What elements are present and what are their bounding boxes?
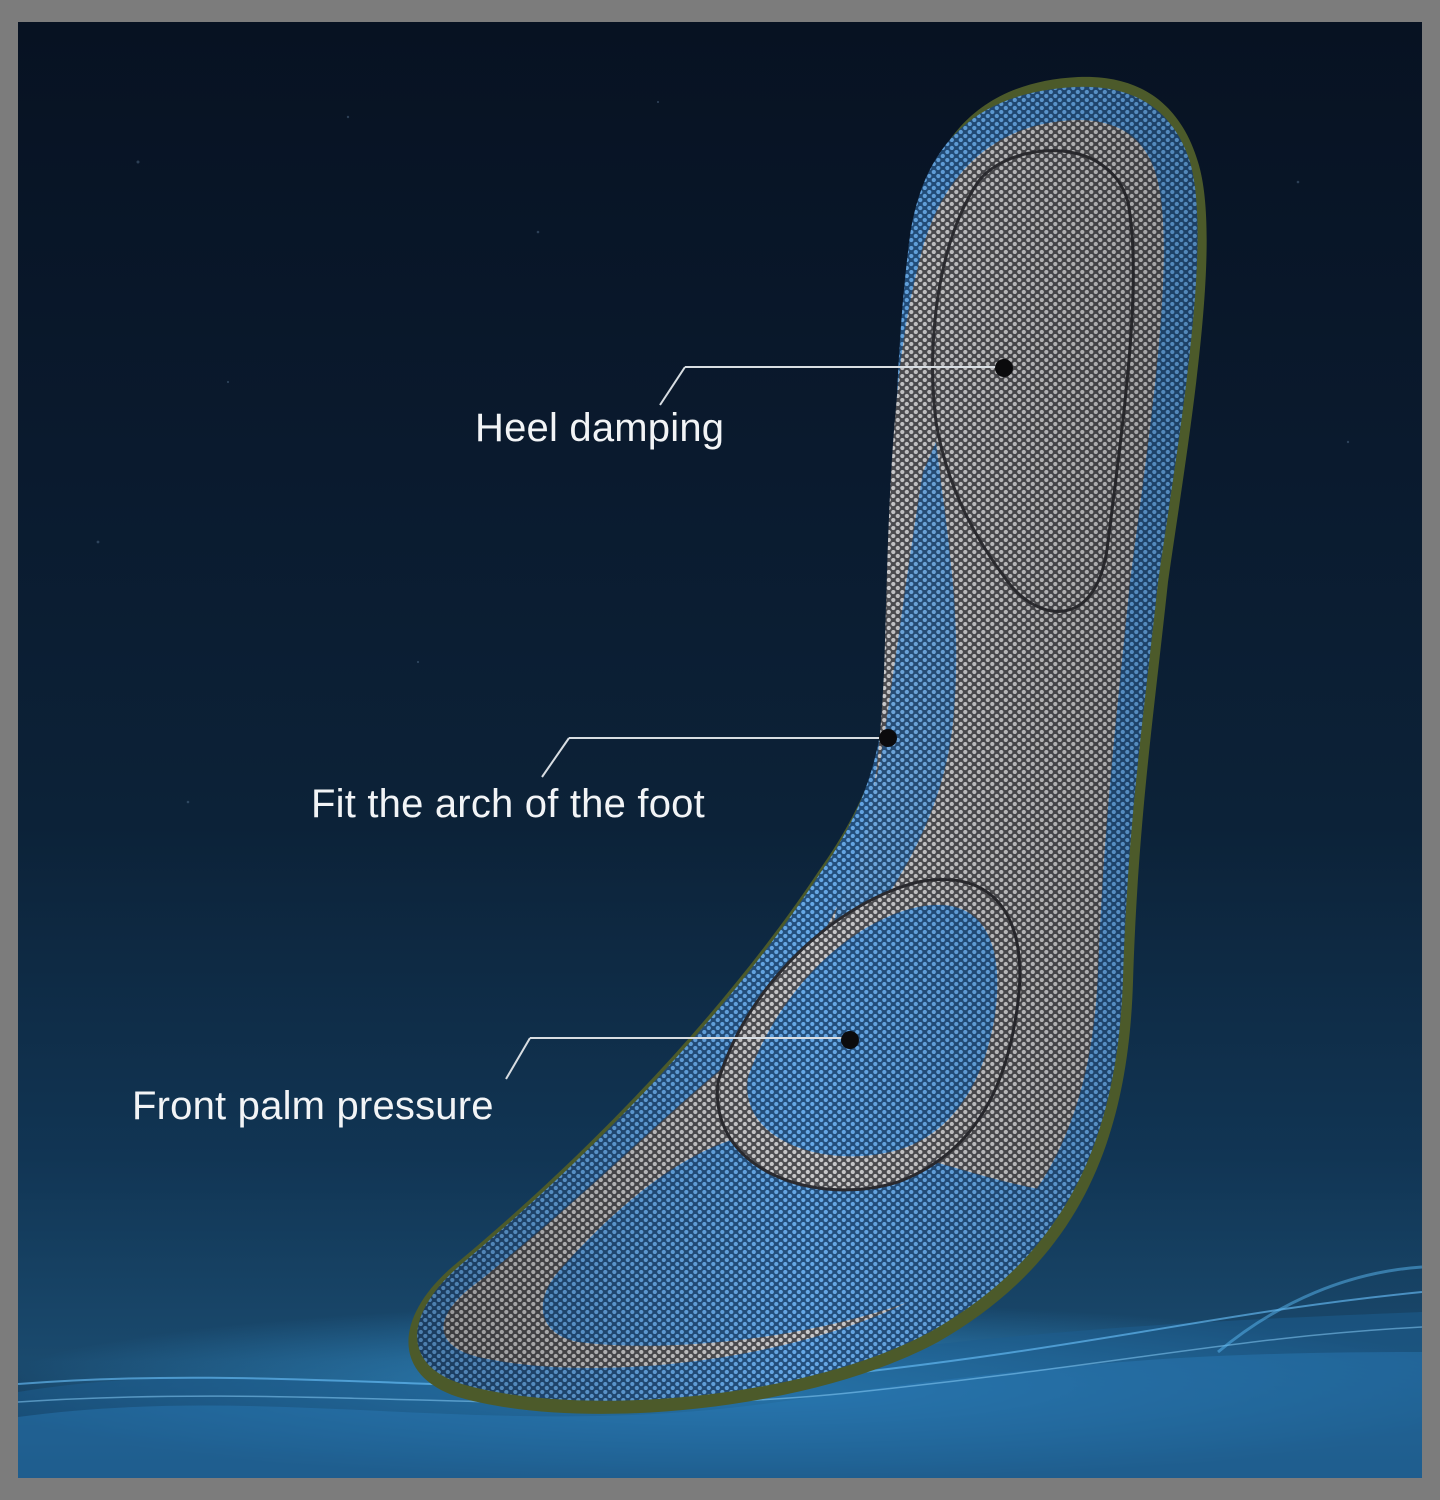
insole-illustration — [18, 76, 1422, 1478]
background-particles — [96, 100, 1350, 804]
callout-heel-dot — [995, 359, 1013, 377]
callout-arch-dot — [879, 729, 897, 747]
callout-arch — [541, 729, 897, 778]
callout-heel-label: Heel damping — [475, 406, 725, 450]
callout-heel-leader-diagonal — [659, 366, 686, 406]
callout-front-dot — [841, 1031, 859, 1049]
callout-arch-label: Fit the arch of the foot — [311, 782, 705, 826]
callout-front — [505, 1031, 859, 1080]
callout-front-leader-diagonal — [505, 1037, 531, 1080]
product-scene: Heel damping Fit the arch of the foot Fr… — [18, 22, 1422, 1478]
callout-arch-leader-diagonal — [541, 737, 570, 778]
insole-shading — [417, 86, 1198, 1401]
callout-heel — [659, 359, 1013, 406]
callout-front-label: Front palm pressure — [132, 1084, 494, 1128]
